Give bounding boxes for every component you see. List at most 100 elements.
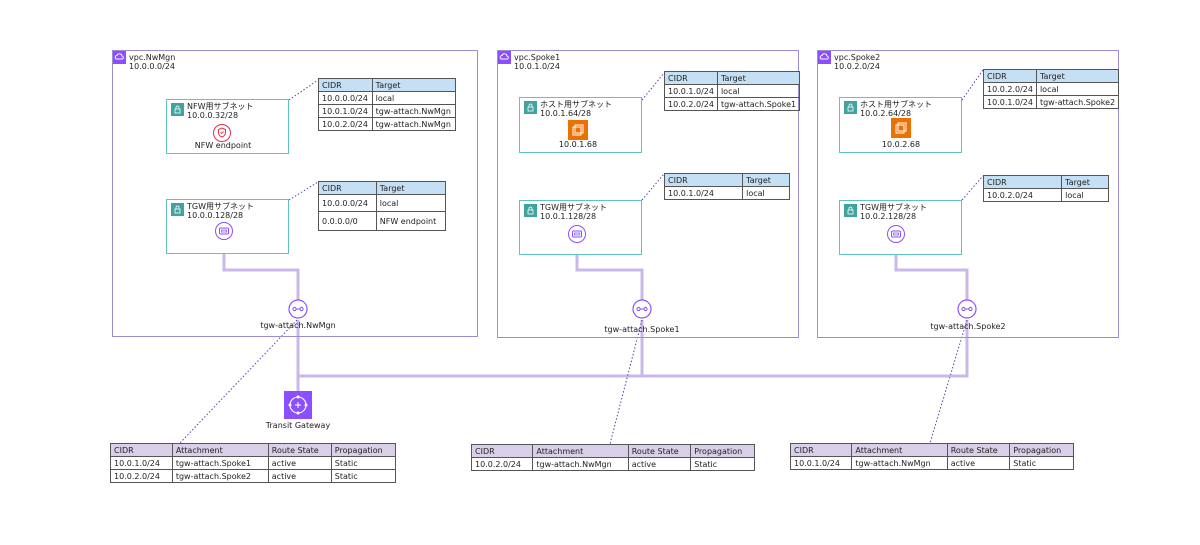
attach-spoke2-label: tgw-attach.Spoke2	[930, 322, 1006, 331]
vpc-name: vpc.Spoke1	[514, 53, 561, 62]
header-route-state: Route State	[267, 443, 332, 457]
cell-cidr: 10.0.2.0/24	[983, 82, 1037, 96]
tgw-attachment-icon	[288, 299, 308, 319]
subnet-title: TGW用サブネット 10.0.1.128/28	[540, 203, 607, 221]
tgw-route-table-nwmgn: CIDR Attachment Route State Propagation …	[110, 443, 397, 483]
header-target: Target	[371, 78, 457, 92]
assoc-spoke1-host-rt	[641, 72, 665, 101]
cell-cidr: 0.0.0.0/0	[318, 211, 377, 231]
link-spoke1-tgw-subnet	[575, 245, 644, 300]
host-ip-label: 10.0.1.68	[558, 140, 598, 149]
assoc-spoke1-tgw-table	[609, 319, 643, 445]
lock-icon	[844, 204, 857, 217]
subnet-name: ホスト用サブネット	[860, 100, 932, 109]
vpc-spoke2: vpc.Spoke2 10.0.2.0/24	[817, 50, 1119, 338]
link-tgw-backbone	[296, 320, 969, 378]
vpc-name: vpc.NwMgn	[129, 53, 176, 62]
table-row: 10.0.1.0/24 tgw-attach.NwMgn active Stat…	[789, 456, 1074, 470]
header-attachment: Attachment	[851, 443, 948, 457]
tgw-route-table-spoke1: CIDR Attachment Route State Propagation …	[470, 444, 755, 471]
vpc-icon	[113, 51, 126, 64]
cell-cidr: 10.0.2.0/24	[318, 117, 373, 131]
attach-nwmgn-label: tgw-attach.NwMgn	[260, 321, 336, 330]
cell-cidr: 10.0.1.0/24	[318, 104, 373, 118]
cell-propagation: Static	[330, 456, 397, 470]
vpc-icon	[498, 51, 511, 64]
cell-target: tgw-attach.NwMgn	[371, 104, 457, 118]
cell-propagation: Static	[690, 457, 755, 471]
vpc-icon	[818, 51, 831, 64]
subnet-title: NFW用サブネット 10.0.0.32/28	[187, 102, 254, 120]
cell-cidr: 10.0.1.0/24	[110, 456, 173, 470]
header-attachment: Attachment	[171, 443, 269, 457]
header-propagation: Propagation	[1009, 443, 1074, 457]
link-spoke2-tgw-subnet	[894, 244, 969, 300]
lock-icon	[844, 101, 857, 114]
vpc-name: vpc.Spoke2	[834, 53, 881, 62]
header-route-state: Route State	[627, 444, 692, 458]
cell-route-state: active	[627, 457, 692, 471]
cell-cidr: 10.0.0.0/24	[318, 91, 373, 105]
header-cidr: CIDR	[470, 444, 534, 458]
subnet-name: TGW用サブネット	[187, 202, 254, 211]
vpc-title: vpc.NwMgn 10.0.0.0/24	[129, 53, 175, 71]
header-cidr: CIDR	[110, 443, 173, 457]
header-cidr: CIDR	[982, 175, 1063, 189]
cell-route-state: active	[267, 456, 332, 470]
ec2-instance-icon	[568, 120, 588, 140]
vpc-title: vpc.Spoke1 10.0.1.0/24	[514, 53, 560, 71]
ec2-instance-icon	[891, 118, 911, 138]
attach-spoke1-label: tgw-attach.Spoke1	[604, 325, 680, 334]
cell-propagation: Static	[330, 469, 397, 483]
subnet-cidr: 10.0.0.32/28	[187, 111, 239, 120]
subnet-name: TGW用サブネット	[540, 203, 607, 212]
tgw-route-table-spoke2: CIDR Attachment Route State Propagation …	[789, 443, 1074, 470]
cell-cidr: 10.0.1.0/24	[664, 84, 718, 98]
cell-cidr: 10.0.1.0/24	[663, 186, 744, 200]
cell-target: NFW endpoint	[375, 211, 447, 231]
cell-cidr: 10.0.2.0/24	[470, 457, 534, 471]
subnet-nwmgn-nfw: NFW用サブネット 10.0.0.32/28	[166, 99, 289, 154]
header-target: Target	[375, 181, 447, 195]
lock-icon	[171, 203, 184, 216]
host-ip-label: 10.0.2.68	[881, 140, 921, 149]
subnet-cidr: 10.0.1.64/28	[540, 109, 592, 118]
assoc-nwmgn-tgw-table	[179, 319, 298, 444]
cell-attachment: tgw-attach.Spoke1	[171, 456, 269, 470]
cell-cidr: 10.0.2.0/24	[664, 97, 718, 111]
assoc-spoke2-host-rt	[961, 69, 984, 101]
cell-cidr: 10.0.1.0/24	[983, 95, 1037, 109]
cell-propagation: Static	[1009, 456, 1074, 470]
cell-target: tgw-attach.Spoke1	[716, 97, 801, 111]
tgw-attachment-eni-icon	[887, 225, 905, 243]
subnet-name: ホスト用サブネット	[540, 100, 612, 109]
subnet-cidr: 10.0.2.128/28	[860, 212, 917, 221]
cell-attachment: tgw-attach.NwMgn	[532, 457, 629, 471]
subnet-cidr: 10.0.0.128/28	[187, 211, 244, 220]
subnet-name: TGW用サブネット	[860, 203, 927, 212]
lock-icon	[171, 103, 184, 116]
nfw-endpoint-label: NFW endpoint	[194, 141, 252, 150]
vpc-cidr: 10.0.1.0/24	[514, 62, 560, 71]
cell-attachment: tgw-attach.Spoke2	[171, 469, 269, 483]
subnet-title: ホスト用サブネット 10.0.1.64/28	[540, 100, 612, 118]
cell-route-state: active	[946, 456, 1011, 470]
assoc-spoke2-tgw-table	[929, 319, 968, 444]
tgw-attachment-eni-icon	[568, 225, 586, 243]
cell-attachment: tgw-attach.NwMgn	[851, 456, 948, 470]
table-row: 10.0.2.0/24 tgw-attach.NwMgn active Stat…	[470, 457, 755, 471]
header-route-state: Route State	[946, 443, 1011, 457]
